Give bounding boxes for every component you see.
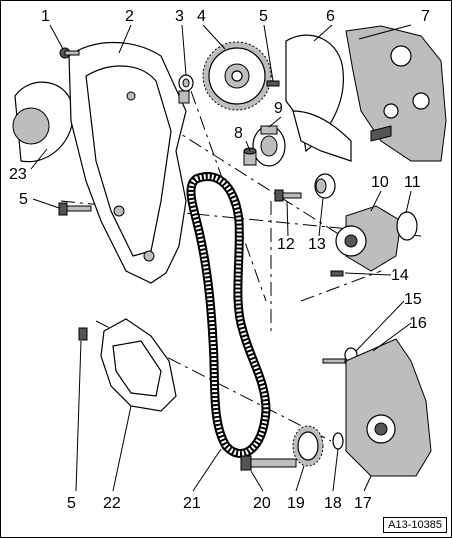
leader-lines	[30, 24, 412, 492]
callout-20: 20	[253, 495, 271, 512]
water-pump-part	[335, 205, 402, 272]
callout-14: 14	[391, 267, 409, 284]
callout-7: 7	[421, 8, 430, 25]
callout-5-left: 5	[19, 191, 28, 208]
callout-11: 11	[404, 174, 421, 191]
roller-part	[314, 173, 336, 199]
callout-9: 9	[274, 100, 283, 117]
callout-10: 10	[371, 174, 389, 191]
crankshaft-sprocket-part	[292, 425, 324, 467]
callout-1: 1	[41, 8, 50, 25]
bolt-part	[59, 47, 80, 59]
reference-code-label: A13-10385	[383, 517, 447, 533]
rear-cover-part	[285, 34, 352, 162]
lower-timing-cover-part	[100, 318, 177, 412]
bolt-part	[240, 455, 297, 471]
bolt-part	[78, 327, 88, 341]
bolt-part	[330, 270, 344, 277]
o-ring-part	[396, 211, 418, 241]
callout-17: 17	[354, 495, 372, 512]
callout-12: 12	[277, 236, 295, 253]
callout-6: 6	[326, 8, 335, 25]
callout-23: 23	[9, 166, 27, 183]
thermostat-part	[252, 125, 286, 167]
washer-part	[332, 432, 344, 450]
callout-4: 4	[197, 8, 206, 25]
callout-5-bottom: 5	[67, 495, 76, 512]
timing-belt-part	[186, 172, 271, 458]
callout-8: 8	[234, 125, 243, 142]
callout-5-top: 5	[259, 8, 268, 25]
lower-cover-part	[12, 81, 74, 163]
callout-22: 22	[103, 495, 121, 512]
engine-bracket-part	[345, 338, 432, 477]
camshaft-sprocket-part	[202, 41, 272, 111]
bolt-part	[266, 80, 280, 87]
callout-labels: 1 2 3 4 5 6 7 8 9 10 11 12 13 14 15 16 1…	[9, 8, 430, 512]
callout-21: 21	[183, 495, 201, 512]
callout-18: 18	[324, 495, 342, 512]
callout-15: 15	[404, 291, 422, 308]
washer-part	[178, 74, 194, 104]
callout-16: 16	[409, 315, 427, 332]
callout-19: 19	[287, 495, 305, 512]
bolt-part	[58, 202, 92, 216]
bolt-part	[274, 189, 302, 202]
callout-2: 2	[125, 8, 134, 25]
callout-3: 3	[175, 8, 184, 25]
callout-13: 13	[308, 236, 326, 253]
engine-block-part	[345, 25, 447, 162]
timing-cover-part	[68, 41, 187, 284]
